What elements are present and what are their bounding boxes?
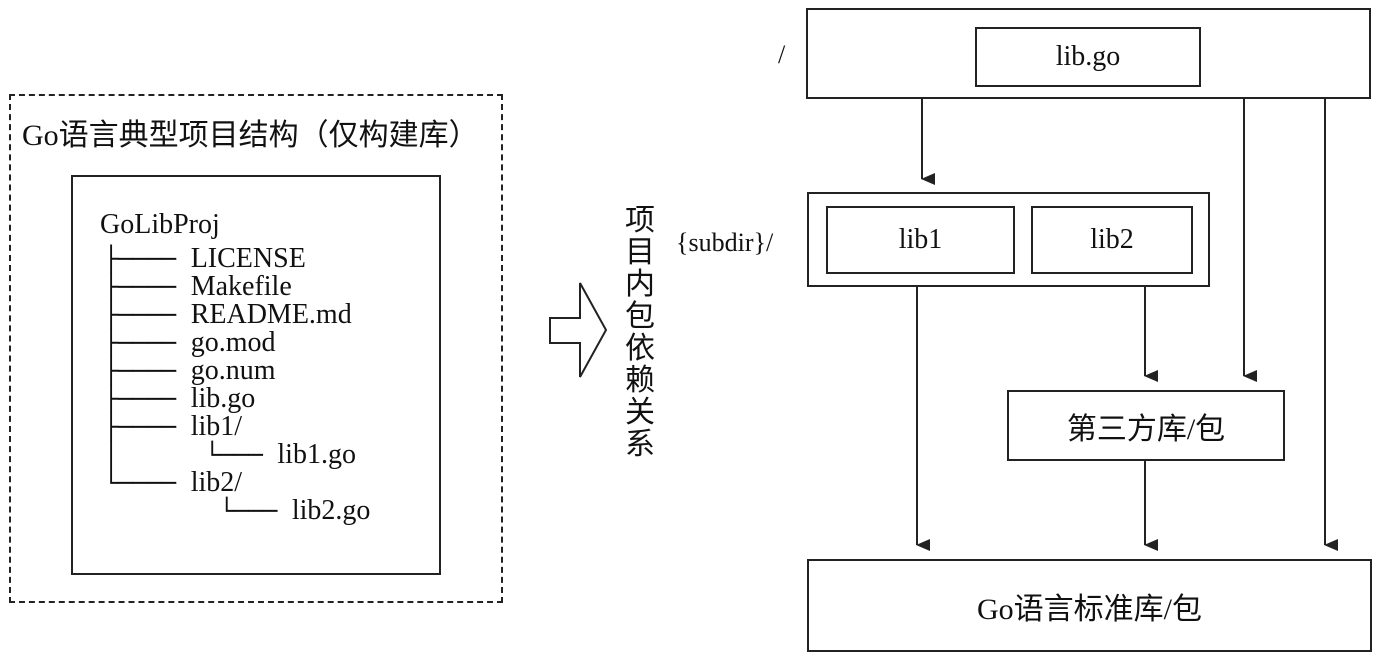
tree-item-name: README.md	[190, 299, 352, 330]
tree-item-name: LICENSE	[190, 243, 306, 274]
tree-branch: │ └───	[104, 441, 278, 469]
tree-item-name: go.mod	[190, 327, 276, 358]
tree-branch: ├────	[104, 329, 191, 357]
tree-branch: ├────	[104, 273, 191, 301]
tree-item: ├──── LICENSE	[104, 245, 370, 273]
tree-item-name: go.num	[190, 355, 276, 386]
tree-root: GoLibProj	[100, 209, 220, 240]
tree-branch: ├────	[104, 385, 191, 413]
tree-item-name: Makefile	[190, 271, 292, 302]
vertical-label-char: 关	[625, 396, 655, 429]
vertical-label-char: 内	[625, 268, 655, 301]
tree-branch: ├────	[104, 413, 191, 441]
third-party-label: 第三方库/包	[1066, 412, 1226, 446]
vertical-label-char: 赖	[625, 364, 655, 397]
tree-item: ├──── lib1/	[104, 413, 370, 441]
lib1-box: lib1	[826, 206, 1015, 274]
tree-branch: ├────	[104, 245, 191, 273]
lib1-label: lib1	[898, 224, 943, 255]
tree-item-name: lib1.go	[277, 439, 356, 470]
lib2-label: lib2	[1090, 224, 1134, 255]
tree-item-name: lib1/	[190, 411, 243, 442]
tree-item: ├──── README.md	[104, 301, 370, 329]
tree-item-name: lib2.go	[291, 495, 371, 526]
vertical-label-char: 目	[625, 236, 655, 269]
root-file-label: lib.go	[1055, 41, 1121, 72]
file-tree: ├──── LICENSE ├──── Makefile ├──── READM…	[104, 245, 370, 525]
vertical-label-char: 项	[625, 204, 655, 237]
tree-item: ├──── go.mod	[104, 329, 370, 357]
root-file-box: lib.go	[975, 27, 1201, 87]
tree-item: └──── lib2/	[104, 469, 370, 497]
project-structure-panel	[9, 94, 503, 603]
project-structure-title: Go语言典型项目结构（仅构建库）	[22, 119, 479, 152]
tree-item: ├──── lib.go	[104, 385, 370, 413]
tree-branch: ├────	[104, 301, 191, 329]
stdlib-box: Go语言标准库/包	[807, 559, 1372, 652]
subdir-box	[807, 192, 1210, 287]
tree-item-name: lib.go	[190, 383, 256, 414]
stdlib-label: Go语言标准库/包	[977, 592, 1202, 626]
tree-item: ├──── Makefile	[104, 273, 370, 301]
dependency-vertical-label: 项目内包依赖关系	[622, 205, 658, 461]
lib2-box: lib2	[1031, 206, 1193, 274]
tree-branch: ├────	[104, 357, 191, 385]
file-tree-box	[71, 175, 441, 575]
vertical-label-char: 依	[625, 332, 655, 365]
vertical-label-char: 系	[625, 428, 655, 461]
tree-item-name: lib2/	[190, 467, 243, 498]
root-dir-box	[806, 8, 1371, 99]
vertical-label-char: 包	[625, 300, 655, 333]
hollow-right-arrow-icon	[549, 282, 608, 378]
tree-branch: └───	[104, 497, 292, 525]
tree-item: └─── lib2.go	[104, 495, 371, 526]
subdir-label: {subdir}/	[676, 228, 774, 257]
tree-item: ├──── go.num	[104, 357, 370, 385]
tree-branch: └────	[104, 469, 191, 497]
third-party-box: 第三方库/包	[1007, 390, 1285, 461]
tree-item: │ └─── lib1.go	[104, 441, 370, 469]
root-dir-label: /	[778, 40, 786, 69]
